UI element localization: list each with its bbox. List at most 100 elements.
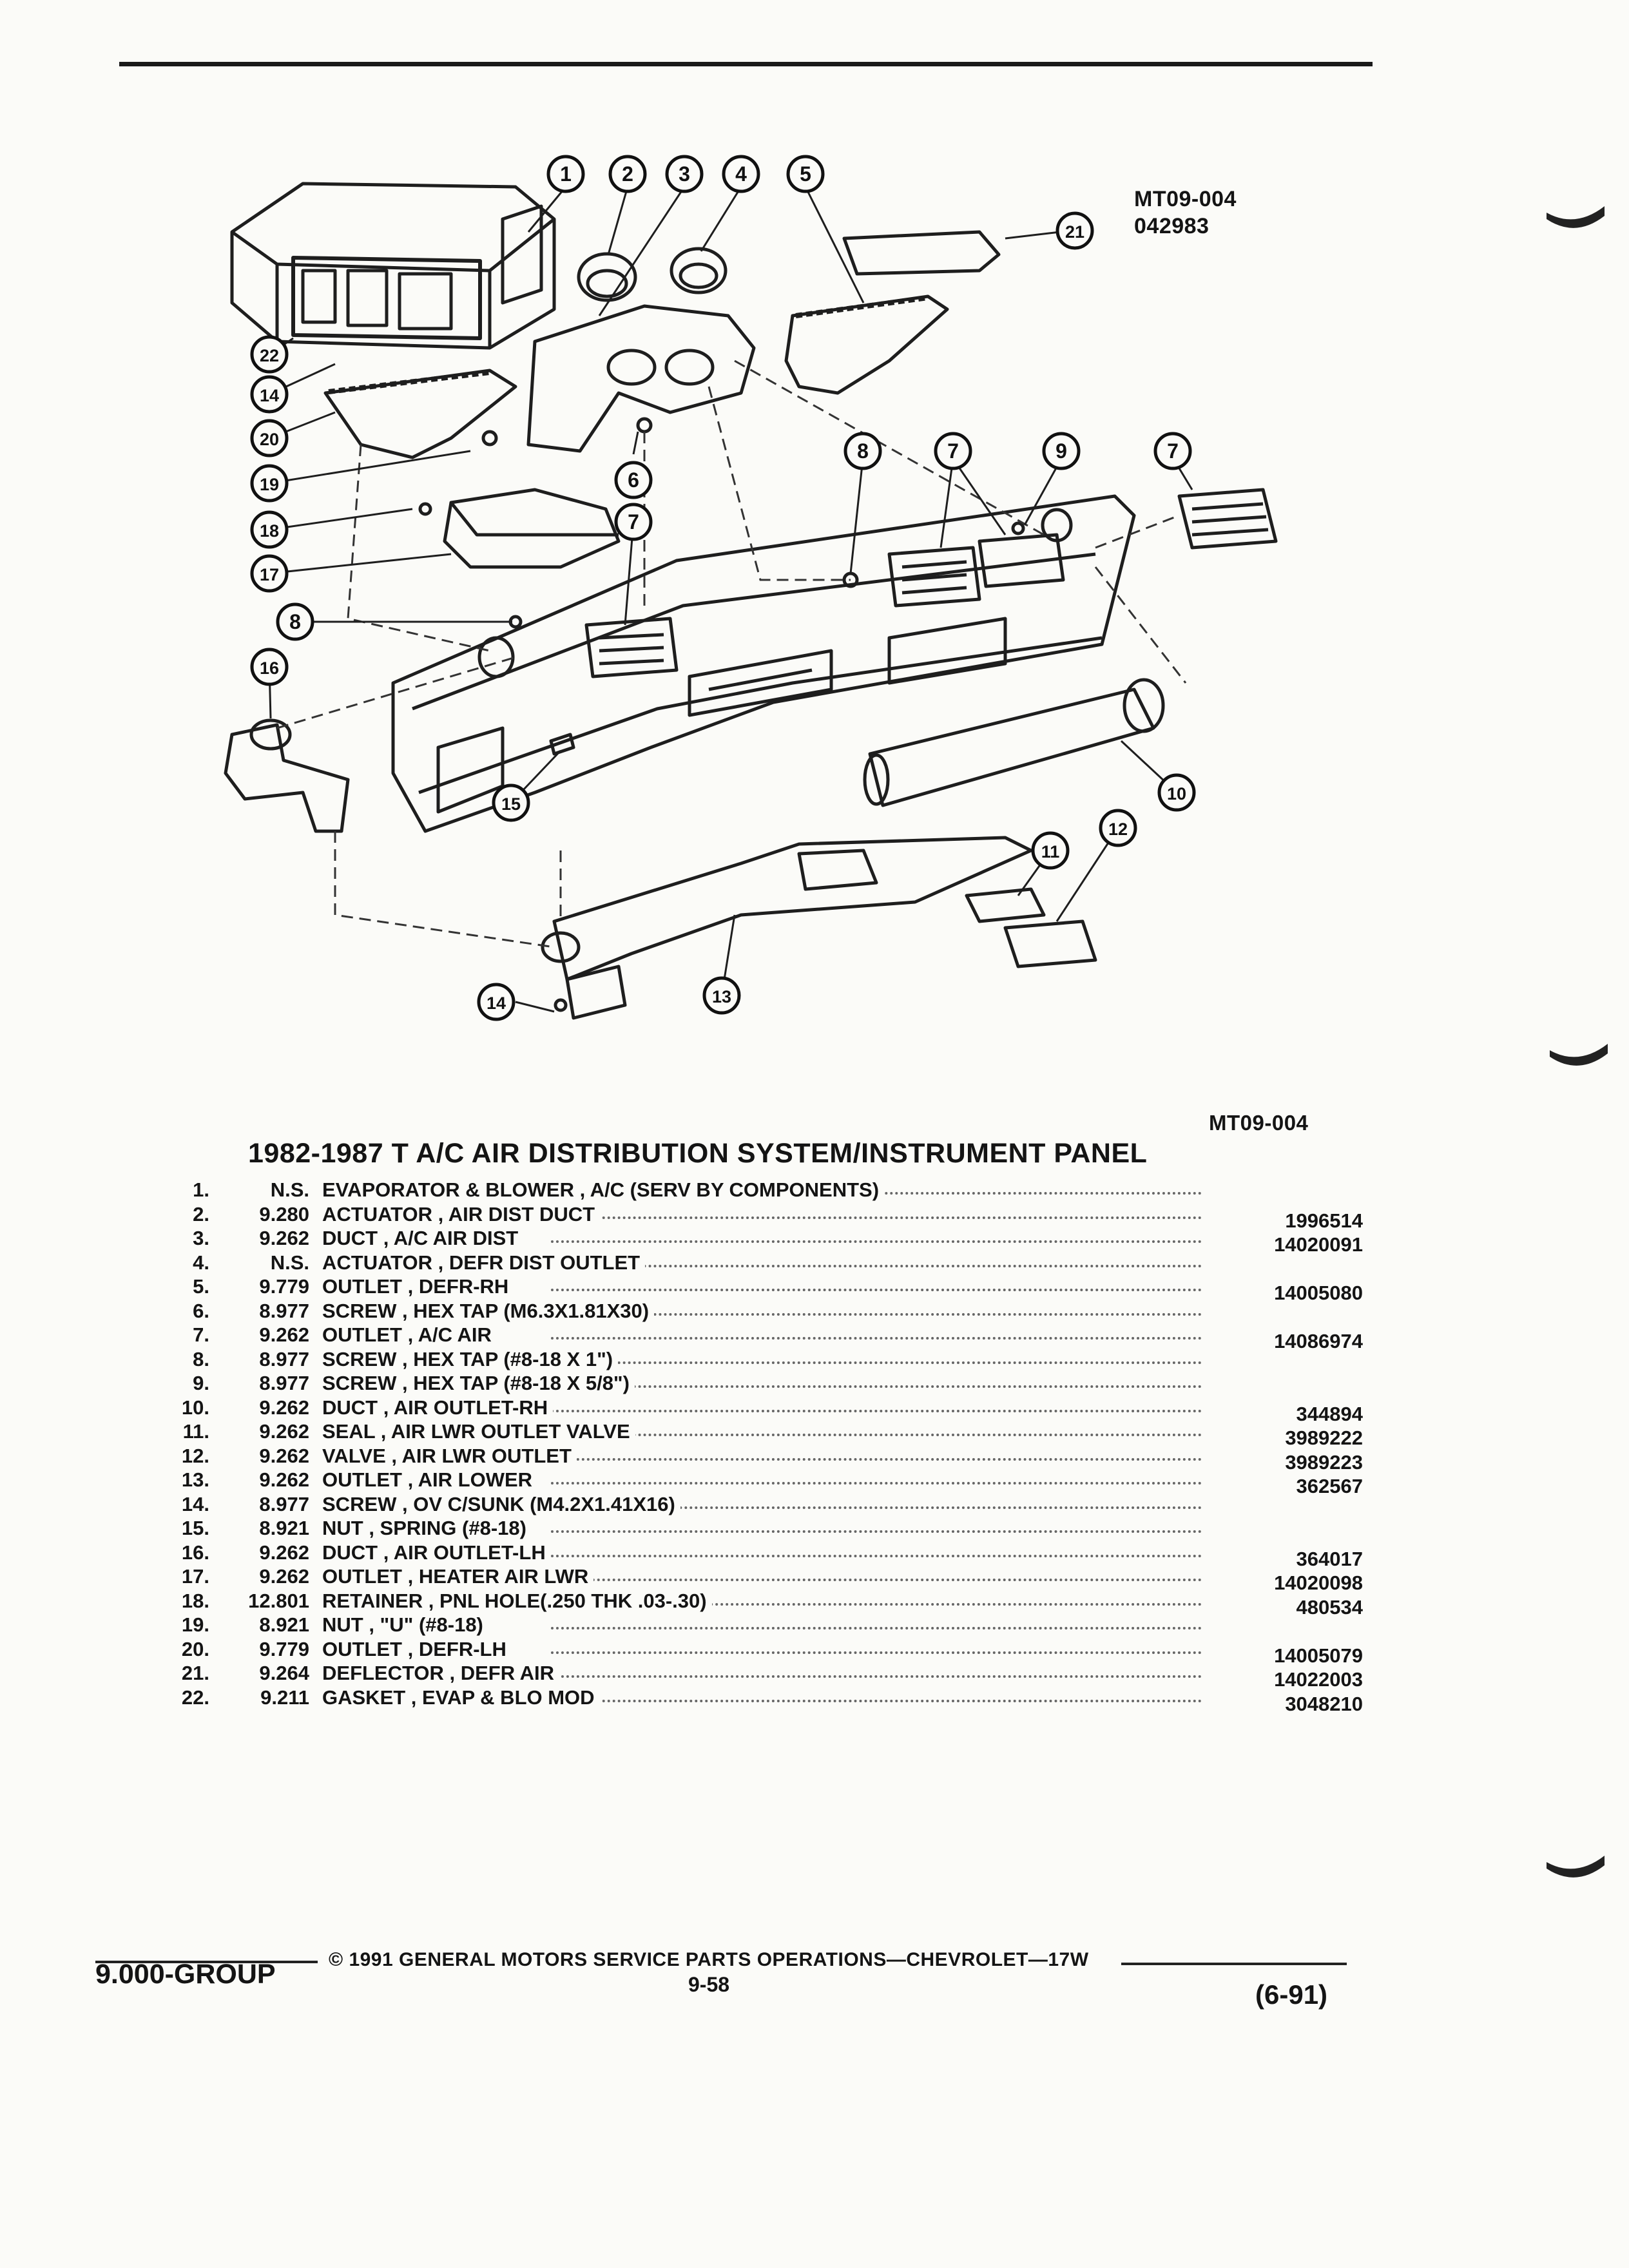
callout-label: 8	[289, 610, 301, 633]
callout-2: 2	[608, 155, 647, 193]
binder-mark-2	[1550, 1044, 1608, 1066]
part-description: OUTLET , DEFR-RH	[322, 1274, 514, 1299]
callout-label: 14	[487, 994, 506, 1013]
defr-outlet-rh	[784, 294, 949, 395]
dot-leader	[551, 1457, 1202, 1461]
callout-label: 20	[260, 430, 279, 449]
callout-18: 18	[250, 510, 289, 549]
callout-7: 7	[614, 503, 653, 541]
part-group-code: 8.977	[259, 1299, 309, 1322]
callout-label: 6	[628, 468, 639, 492]
callout-label: 5	[800, 162, 811, 186]
evaporator-housing	[230, 182, 556, 350]
callout-13: 13	[702, 976, 741, 1015]
dot-leader	[551, 1602, 1202, 1606]
part-description: DEFLECTOR , DEFR AIR	[322, 1661, 559, 1686]
callout-label: 7	[947, 439, 959, 463]
callout-label: 14	[260, 386, 279, 405]
part-description: SCREW , HEX TAP (M6.3X1.81X30)	[322, 1298, 655, 1323]
callout-15: 15	[492, 783, 530, 822]
parts-row: 4.N.S.ACTUATOR , DEFR DIST OUTLET	[164, 1250, 1363, 1274]
deflector	[842, 230, 1001, 276]
part-group-code: 9.262	[259, 1323, 309, 1346]
dot-leader	[551, 1361, 1202, 1364]
part-group-code: 8.977	[259, 1347, 309, 1370]
callout-label: 19	[260, 475, 279, 494]
part-number-index: 21.	[181, 1662, 209, 1684]
callout-14: 14	[250, 375, 289, 414]
page-number: 9-58	[688, 1973, 730, 1996]
part-group-code: 9.280	[259, 1202, 309, 1225]
callout-8: 8	[276, 602, 314, 641]
callout-label: 1	[560, 162, 572, 186]
callout-7: 7	[934, 432, 972, 470]
seal	[965, 887, 1046, 923]
part-description: NUT , "U" (#8-18)	[322, 1613, 488, 1637]
part-description: SEAL , AIR LWR OUTLET VALVE	[322, 1419, 635, 1444]
callout-1: 1	[546, 155, 585, 193]
part-description: SCREW , HEX TAP (#8-18 X 1")	[322, 1347, 619, 1371]
callout-label: 17	[260, 565, 279, 584]
part-description: VALVE , AIR LWR OUTLET	[322, 1443, 577, 1468]
callout-8: 8	[843, 432, 882, 470]
valve	[1003, 919, 1097, 968]
callout-22: 22	[250, 335, 289, 374]
callout-label: 16	[260, 658, 279, 678]
lower-outlet	[552, 836, 1033, 981]
dot-leader	[551, 1385, 1202, 1388]
part-description: DUCT , AIR OUTLET-LH	[322, 1540, 551, 1564]
callout-label: 7	[1167, 439, 1179, 463]
part-number: 1996514	[1285, 1209, 1363, 1232]
dot-leader	[551, 1216, 1202, 1219]
part-number-index: 14.	[181, 1492, 209, 1515]
part-number-index: 1.	[193, 1178, 209, 1201]
dot-leader	[551, 1482, 1202, 1485]
part-description: DUCT , AIR OUTLET-RH	[322, 1395, 554, 1419]
callout-label: 21	[1065, 222, 1084, 242]
part-description: RETAINER , PNL HOLE(.250 THK .03-.30)	[322, 1588, 712, 1613]
air-outlet-duct-rh	[868, 687, 1155, 807]
part-group-code: 9.262	[259, 1444, 309, 1467]
part-number-index: 20.	[181, 1637, 209, 1660]
dot-leader	[551, 1337, 1202, 1340]
part-number-index: 12.	[181, 1444, 209, 1467]
part-number: 362567	[1296, 1475, 1363, 1497]
footer-rule-left	[95, 1961, 318, 1963]
part-number: 344894	[1296, 1402, 1363, 1425]
figure-ref-code: MT09-004	[1134, 187, 1237, 211]
footer-rule-right	[1121, 1963, 1347, 1965]
callout-label: 8	[857, 439, 869, 463]
callout-19: 19	[250, 464, 289, 503]
callout-label: 11	[1041, 842, 1060, 861]
part-number: 14022003	[1274, 1668, 1363, 1691]
gasket	[291, 256, 482, 340]
dot-leader	[551, 1651, 1202, 1654]
dot-leader	[551, 1699, 1202, 1702]
part-number-index: 16.	[181, 1541, 209, 1564]
part-number-index: 7.	[193, 1323, 209, 1346]
part-number: 14020098	[1274, 1571, 1363, 1594]
part-group-code: 9.262	[259, 1420, 309, 1443]
part-description: ACTUATOR , DEFR DIST OUTLET	[322, 1250, 646, 1274]
part-group-code: 9.262	[259, 1541, 309, 1564]
part-number-index: 9.	[193, 1372, 209, 1394]
callout-label: 10	[1167, 784, 1186, 803]
callout-7: 7	[1153, 432, 1192, 470]
part-number-index: 11.	[182, 1420, 209, 1443]
parts-list: 1.N.S.EVAPORATOR & BLOWER , A/C (SERV BY…	[164, 1178, 1363, 1715]
callout-20: 20	[250, 419, 289, 457]
part-group-code: N.S.	[270, 1178, 309, 1201]
footer-group: 9.000-GROUP	[95, 1959, 276, 1990]
part-description: GASKET , EVAP & BLO MOD	[322, 1685, 600, 1709]
footer-copyright: © 1991 GENERAL MOTORS SERVICE PARTS OPER…	[329, 1949, 1089, 1970]
callout-12: 12	[1099, 809, 1137, 847]
